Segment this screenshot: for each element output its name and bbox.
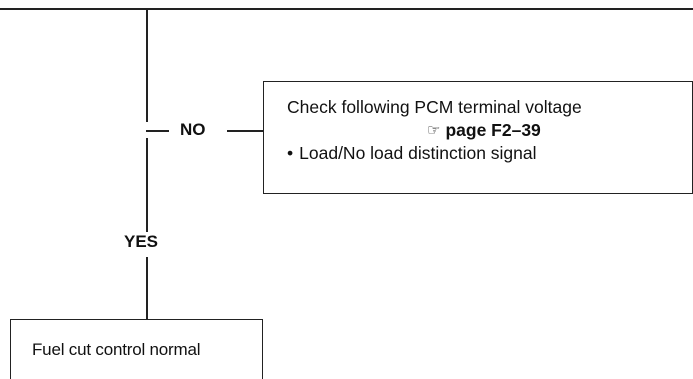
check-item: •Load/No load distinction signal	[287, 142, 537, 164]
no-branch-line-left	[146, 130, 169, 132]
check-item-text: Load/No load distinction signal	[299, 143, 537, 163]
result-text: Fuel cut control normal	[32, 340, 201, 359]
main-flow-line-middle	[146, 138, 148, 232]
top-border-line	[0, 8, 693, 10]
no-label: NO	[180, 120, 206, 139]
yes-label: YES	[124, 232, 159, 251]
check-pcm-voltage-box: Check following PCM terminal voltage ☞pa…	[263, 81, 693, 194]
no-branch-line-right	[227, 130, 263, 132]
main-flow-line-upper	[146, 8, 148, 122]
yes-branch-line	[146, 257, 148, 319]
page-reference-icon: ☞	[427, 122, 441, 139]
check-instruction-text: Check following PCM terminal voltage	[287, 97, 582, 117]
page-reference: ☞page F2–39	[427, 119, 541, 143]
bullet-icon: •	[287, 143, 294, 163]
fuel-cut-normal-box: Fuel cut control normal	[10, 319, 263, 379]
page-reference-text: page F2–39	[445, 120, 541, 140]
